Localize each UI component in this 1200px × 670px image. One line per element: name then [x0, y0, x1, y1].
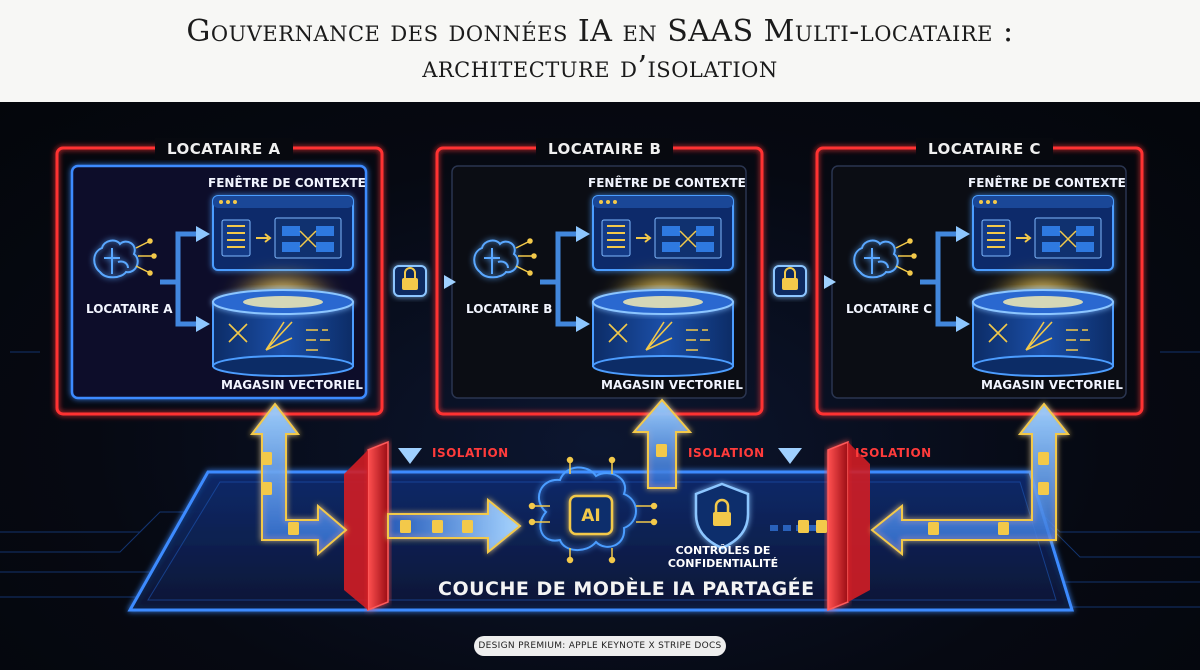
footer-badge: DESIGN PREMIUM: APPLE KEYNOTE X STRIPE D… — [474, 636, 726, 656]
flow-arrow-tenant-c — [870, 402, 1071, 557]
isolation-label-3: ISOLATION — [855, 446, 932, 460]
tenant-b-title: LOCATAIRE B — [536, 138, 674, 160]
architecture-diagram: LOCATAIRE A LOCATAIRE B LOCATAIRE C FENÊ… — [0, 102, 1200, 670]
tenant-b-context-label: FENÊTRE DE CONTEXTE — [588, 176, 746, 190]
flow-arrow-tenant-b — [631, 398, 693, 489]
privacy-controls-label: CONTRÔLES DE CONFIDENTIALITÉ — [664, 544, 782, 570]
isolation-down-arrow-2 — [778, 298, 802, 464]
tenant-inner-template — [93, 195, 354, 377]
isolation-down-arrow-1 — [398, 298, 422, 464]
isolation-wall-left — [344, 440, 389, 612]
tenant-a-title: LOCATAIRE A — [155, 138, 293, 160]
privacy-line-1: CONTRÔLES DE — [675, 544, 771, 557]
ai-chip-label: AI — [581, 506, 601, 526]
tenant-c-store-label: MAGASIN VECTORIEL — [981, 378, 1123, 392]
tenant-a-context-label: FENÊTRE DE CONTEXTE — [208, 176, 366, 190]
tenant-c-title: LOCATAIRE C — [916, 138, 1054, 160]
shield-lock-icon — [694, 482, 750, 550]
page-title: Gouvernance des données IA en SAAS Multi… — [186, 14, 1014, 49]
isolation-label-1: ISOLATION — [432, 446, 509, 460]
flow-arrow-to-ai — [387, 497, 522, 555]
diagram-canvas — [0, 146, 1200, 612]
title-bar: Gouvernance des données IA en SAAS Multi… — [0, 0, 1200, 102]
lock-connector-bc — [748, 265, 836, 297]
tenant-a-agent-label: LOCATAIRE A — [86, 302, 173, 316]
ai-chip-icon — [528, 456, 658, 564]
flow-arrow-tenant-a — [249, 402, 348, 557]
tenant-b-agent-label: LOCATAIRE B — [466, 302, 553, 316]
isolation-label-2: ISOLATION — [688, 446, 765, 460]
flow-docs-right — [770, 520, 827, 533]
tenant-a-store-label: MAGASIN VECTORIEL — [221, 378, 363, 392]
tenant-c-context-label: FENÊTRE DE CONTEXTE — [968, 176, 1126, 190]
lock-connector-ab — [368, 265, 456, 297]
isolation-wall-right — [827, 440, 870, 612]
privacy-line-2: CONFIDENTIALITÉ — [667, 557, 779, 570]
tenant-c-agent-label: LOCATAIRE C — [846, 302, 933, 316]
page-subtitle: architecture d’isolation — [422, 50, 778, 85]
tenant-b-store-label: MAGASIN VECTORIEL — [601, 378, 743, 392]
shared-layer-label: COUCHE DE MODÈLE IA PARTAGÉE — [438, 578, 815, 600]
